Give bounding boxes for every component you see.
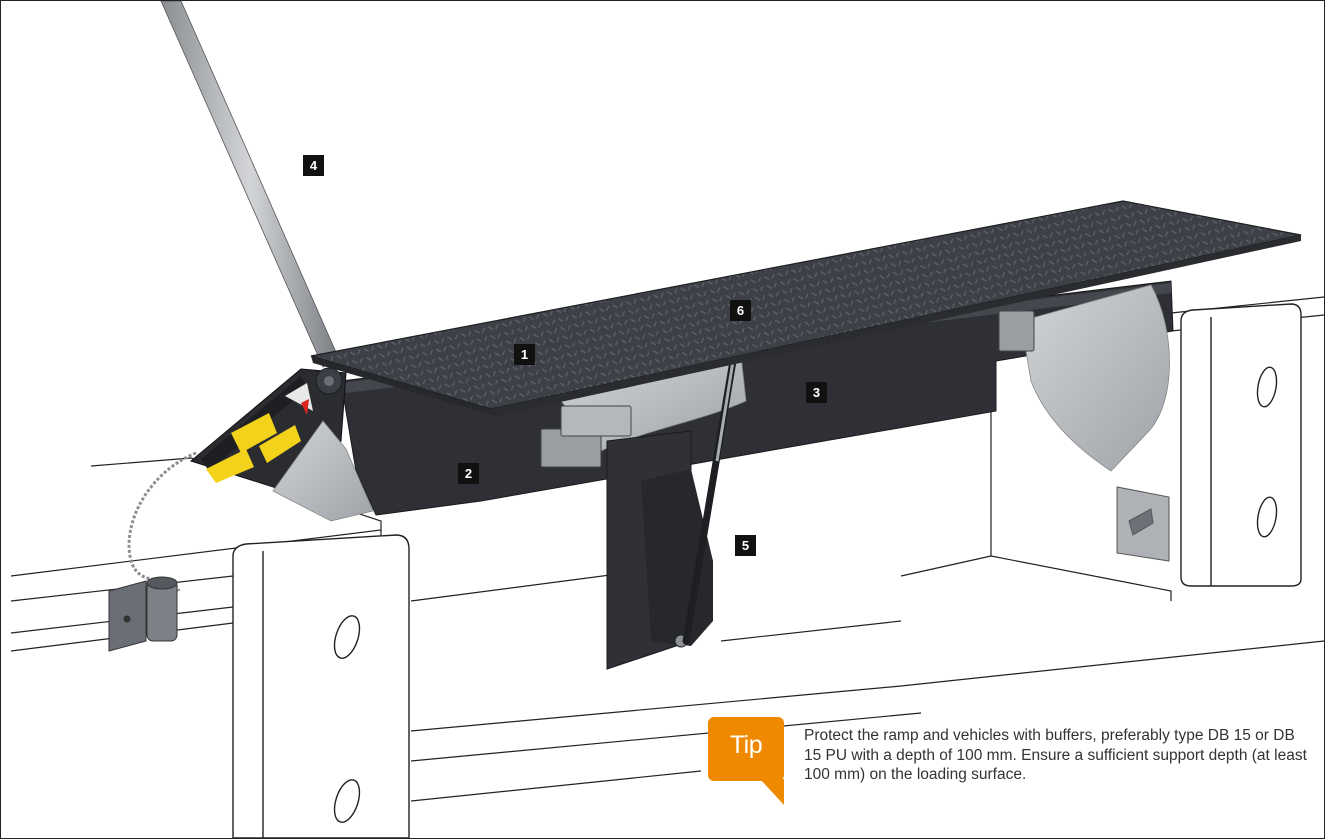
callout-1: 1 [514, 344, 535, 365]
safety-chain [127, 451, 197, 592]
tip-text: Protect the ramp and vehicles with buffe… [804, 727, 1307, 783]
latch-bracket [540, 310, 1035, 468]
deck-plate [310, 200, 1302, 416]
right-bumper-block [1180, 303, 1302, 587]
right-galvanized-flap [1020, 284, 1170, 472]
tip-speech-tail-icon [760, 779, 784, 805]
chain-holder [108, 576, 178, 652]
callout-6: 6 [730, 300, 751, 321]
callout-4: 4 [303, 155, 324, 176]
left-bumper-block [232, 534, 410, 838]
callout-5: 5 [735, 535, 756, 556]
support-plate [606, 430, 713, 670]
callout-3: 3 [806, 382, 827, 403]
callout-2: 2 [458, 463, 479, 484]
tip-badge: Tip [708, 717, 784, 781]
operating-pole [160, 1, 340, 368]
left-side-plate [272, 420, 374, 522]
wall-bracket [1116, 486, 1170, 562]
tip-label: Tip [729, 731, 763, 759]
